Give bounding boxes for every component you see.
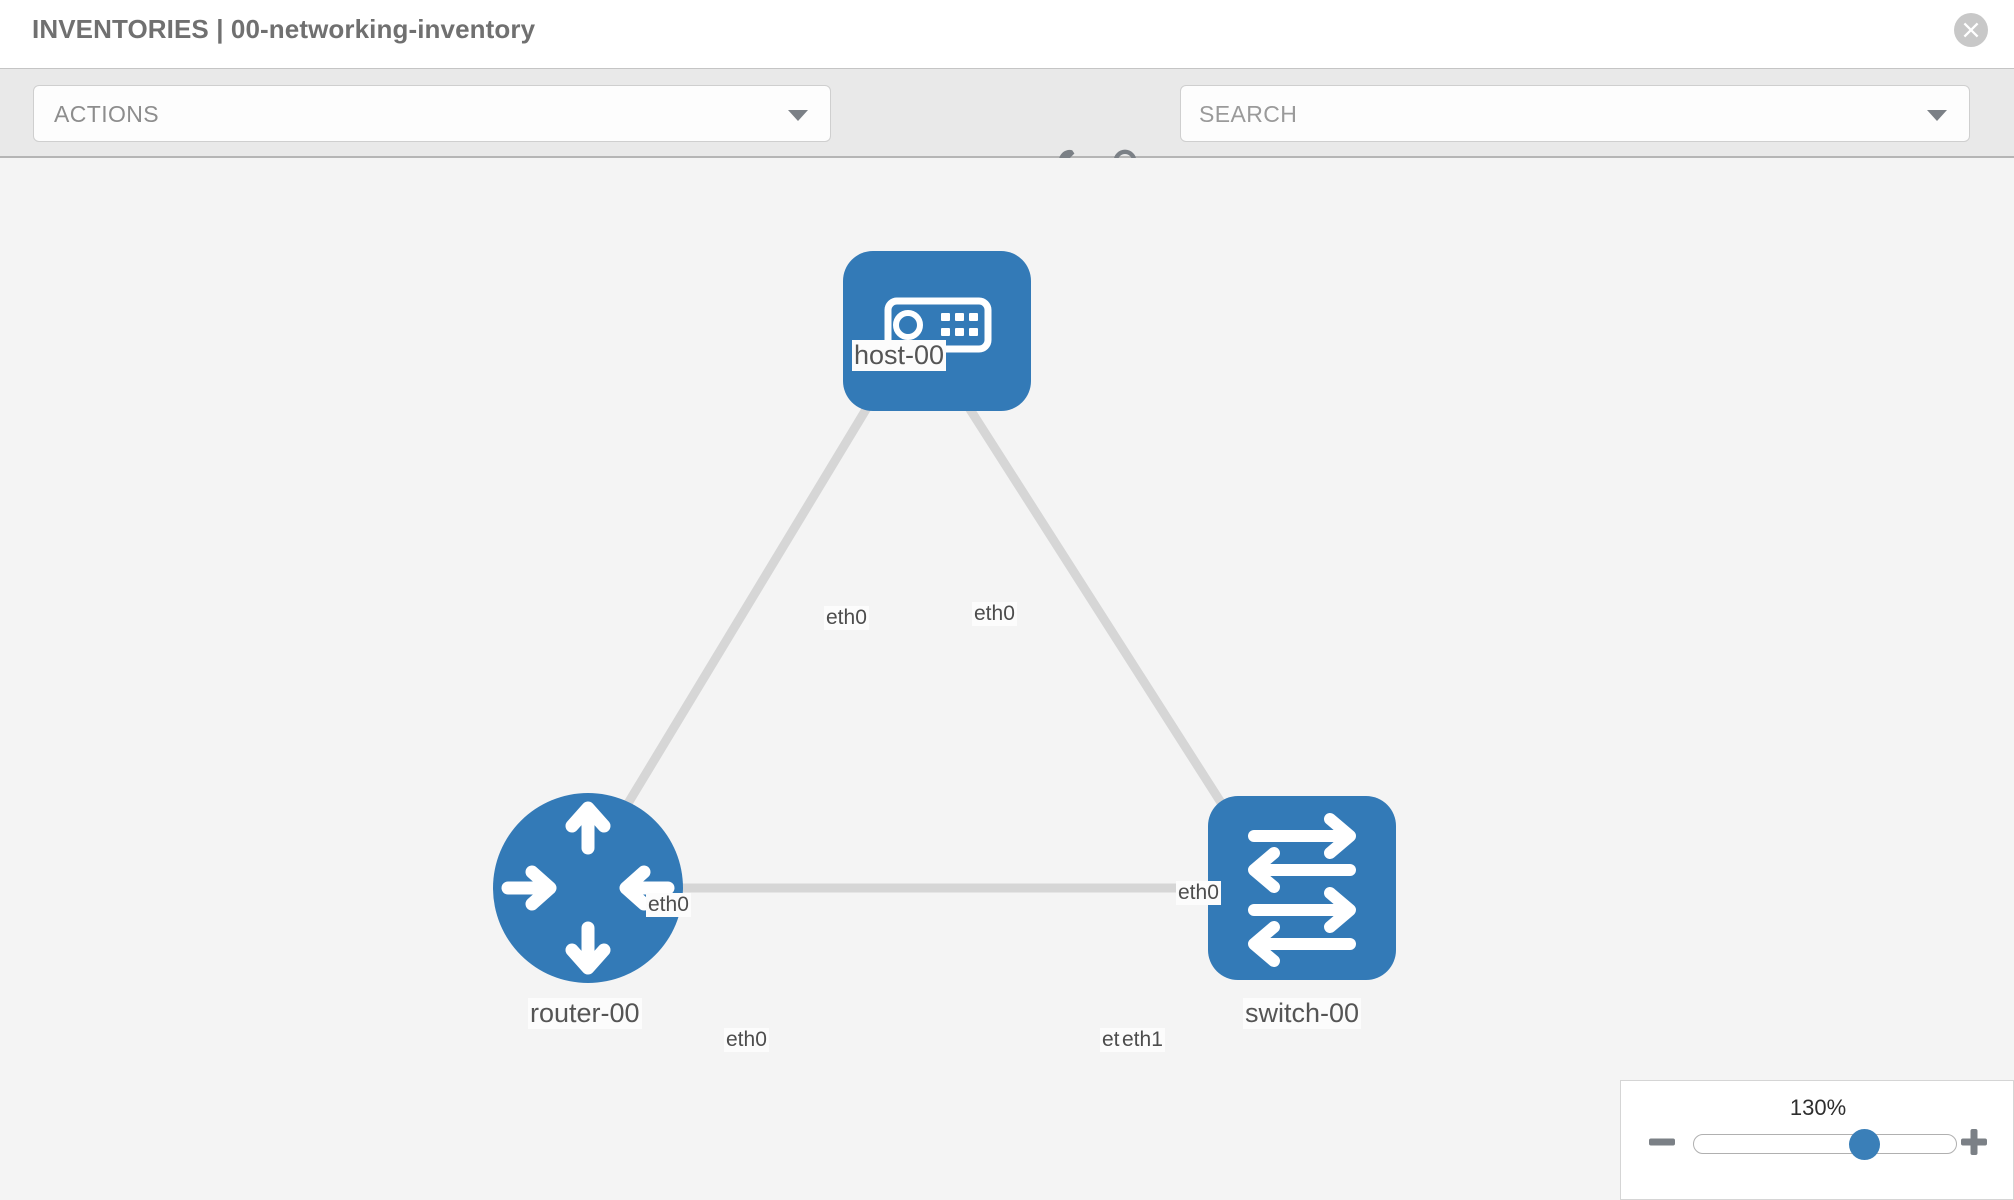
toolbar: ACTIONS SEARCH bbox=[0, 68, 2014, 183]
window-header: INVENTORIES | 00-networking-inventory bbox=[0, 0, 2014, 68]
actions-dropdown-label: ACTIONS bbox=[54, 101, 160, 127]
node-label-switch-00: switch-00 bbox=[1243, 998, 1362, 1029]
zoom-slider-track[interactable] bbox=[1693, 1134, 1957, 1154]
edge-label-router00-eth0-diag[interactable]: eth0 bbox=[646, 893, 691, 917]
zoom-control: 130% bbox=[1620, 1080, 2014, 1200]
node-router-00 bbox=[493, 793, 683, 983]
topology-links bbox=[590, 373, 1260, 893]
minus-icon[interactable] bbox=[1645, 1125, 1679, 1159]
node-label-host-00: host-00 bbox=[852, 340, 947, 371]
plus-icon[interactable] bbox=[1957, 1125, 1991, 1159]
topology-graph bbox=[493, 251, 1396, 983]
zoom-slider-thumb[interactable] bbox=[1849, 1129, 1880, 1160]
actions-dropdown[interactable]: ACTIONS bbox=[33, 85, 831, 142]
link-host00-switch00 bbox=[945, 373, 1255, 853]
node-host-00 bbox=[843, 251, 1031, 411]
topology-canvas[interactable]: host-00 router-00 switch-00 eth0 eth0 et… bbox=[0, 158, 2014, 1200]
search-placeholder: SEARCH bbox=[1199, 101, 1298, 127]
edge-label-router00-eth0[interactable]: eth0 bbox=[724, 1028, 769, 1052]
link-host00-router00 bbox=[590, 373, 890, 863]
edge-label-switch00-eth0-diag[interactable]: eth0 bbox=[1176, 881, 1221, 905]
topology-ports bbox=[596, 344, 1281, 913]
close-icon[interactable] bbox=[1954, 13, 1988, 47]
edge-label-host00-eth0-right[interactable]: eth0 bbox=[972, 602, 1017, 626]
page-title: INVENTORIES | 00-networking-inventory bbox=[32, 14, 536, 44]
node-label-router-00: router-00 bbox=[528, 998, 642, 1029]
edge-label-host00-eth0-left[interactable]: eth0 bbox=[824, 606, 869, 630]
search-input[interactable]: SEARCH bbox=[1180, 85, 1970, 142]
chevron-down-icon bbox=[788, 109, 808, 121]
node-switch-00 bbox=[1208, 796, 1396, 980]
edge-label-switch00-eth1[interactable]: eth1 bbox=[1120, 1028, 1165, 1052]
zoom-level-value: 130% bbox=[1789, 1095, 1847, 1120]
chevron-down-icon[interactable] bbox=[1927, 109, 1947, 121]
